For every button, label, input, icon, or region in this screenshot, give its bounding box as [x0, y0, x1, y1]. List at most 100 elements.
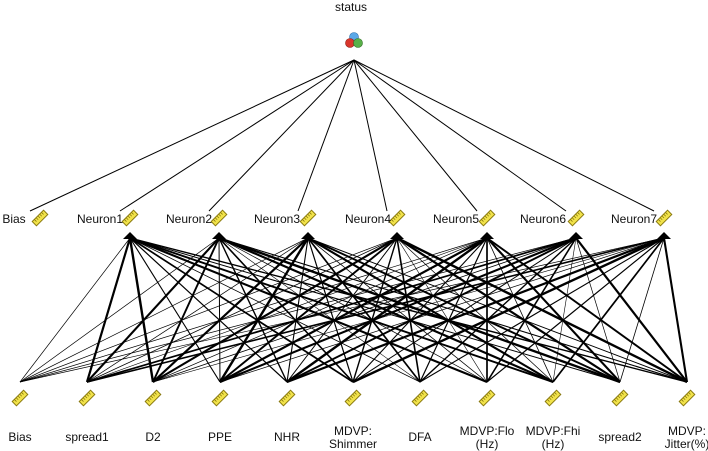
ruler-node-icon-neuron2	[210, 209, 228, 227]
ruler-node-icon-neuron7	[655, 209, 673, 227]
edge-input-4-to-neuron1	[129, 237, 221, 383]
edge-neuron2-to-output	[208, 59, 355, 212]
edge-input-9-to-neuron7	[552, 237, 665, 383]
arrowhead-neuron3	[301, 232, 315, 239]
edge-input-10-to-neuron3	[307, 237, 621, 383]
hidden-node-label-bias: Bias	[2, 212, 25, 226]
edge-input-10-to-neuron5	[486, 237, 621, 383]
edge-input-3-to-neuron3	[152, 237, 309, 383]
edge-neuron7-to-output	[353, 59, 655, 212]
ruler-node-icon-input-11	[678, 389, 696, 407]
edge-neuron1-to-output	[119, 59, 355, 212]
input-node-label-8: MDVP:Flo(Hz)	[460, 424, 515, 451]
edge-input-6-to-neuron2	[218, 237, 354, 383]
edge-layer	[19, 59, 689, 384]
hidden-node-label-neuron3: Neuron3	[254, 212, 300, 226]
input-node-label-1: Bias	[8, 430, 31, 444]
edge-input-11-to-neuron2	[218, 237, 688, 383]
arrowhead-neuron4	[390, 232, 404, 239]
edge-input-8-to-neuron4	[396, 237, 488, 383]
edge-input-2-to-neuron3	[86, 237, 309, 383]
ruler-node-icon-neuron6	[567, 209, 585, 227]
input-node-label-4: PPE	[208, 430, 232, 444]
edge-neuron5-to-output	[353, 59, 478, 212]
input-node-label-6: MDVP:Shimmer	[329, 424, 377, 451]
edge-input-9-to-neuron2	[218, 236, 554, 384]
edge-bias-to-output	[29, 59, 355, 212]
edge-neuron3-to-output	[297, 59, 355, 212]
edge-input-1-to-neuron3	[19, 237, 309, 383]
input-node-label-10: spread2	[598, 430, 642, 444]
input-node-label-3: D2	[145, 430, 161, 444]
ruler-node-icon-input-1	[11, 389, 29, 407]
ruler-node-icon-bias	[31, 209, 49, 227]
arrowhead-neuron1	[123, 232, 137, 239]
ruler-node-icon-input-6	[344, 389, 362, 407]
edge-input-10-to-neuron1	[129, 237, 621, 383]
edge-input-7-to-neuron2	[218, 237, 421, 383]
edge-input-8-to-neuron1	[129, 237, 488, 383]
input-node-label-7: DFA	[408, 430, 431, 444]
edge-input-10-to-neuron6	[575, 237, 621, 383]
input-node-label-9: MDVP:Fhi(Hz)	[526, 424, 581, 451]
edge-input-8-to-neuron3	[307, 237, 488, 383]
node-layer	[11, 32, 696, 407]
edge-input-8-to-neuron6	[486, 237, 577, 383]
input-node-label-5: NHR	[274, 430, 300, 444]
ruler-node-icon-input-5	[278, 389, 296, 407]
edge-input-1-to-neuron2	[19, 237, 220, 383]
input-node-label-2: spread1	[65, 430, 109, 444]
ruler-node-icon-input-7	[411, 389, 429, 407]
ruler-node-icon-neuron1	[121, 209, 139, 227]
edge-input-6-to-neuron1	[129, 237, 354, 383]
edge-input-11-to-neuron1	[129, 237, 688, 383]
edge-input-8-to-neuron7	[486, 237, 665, 383]
arrowhead-neuron2	[212, 232, 226, 239]
hidden-node-label-neuron4: Neuron4	[345, 212, 391, 226]
arrowhead-neuron6	[569, 232, 583, 239]
arrowhead-neuron7	[657, 232, 671, 239]
edge-input-10-to-neuron4	[396, 237, 621, 383]
edge-input-9-to-neuron6	[552, 237, 577, 383]
edge-input-10-to-neuron2	[218, 236, 621, 384]
ruler-node-icon-input-9	[544, 389, 562, 407]
arrowhead-neuron5	[480, 232, 494, 239]
ruler-node-icon-input-4	[211, 389, 229, 407]
edge-input-10-to-neuron7	[619, 237, 665, 383]
edge-input-7-to-neuron3	[307, 237, 421, 383]
diagram-title: status	[335, 0, 367, 14]
edge-input-9-to-neuron1	[129, 237, 554, 383]
ruler-node-icon-neuron4	[388, 209, 406, 227]
input-node-label-11: MDVP:Jitter(%)	[665, 424, 708, 451]
hidden-node-label-neuron6: Neuron6	[520, 212, 566, 226]
ruler-node-icon-input-3	[144, 389, 162, 407]
edge-input-11-to-neuron4	[396, 236, 688, 384]
ruler-node-icon-input-10	[611, 389, 629, 407]
ruler-node-icon-input-2	[78, 389, 96, 407]
edge-input-8-to-neuron2	[218, 237, 488, 383]
hidden-node-label-neuron1: Neuron1	[77, 212, 123, 226]
edge-input-2-to-neuron2	[86, 237, 220, 383]
edge-input-9-to-neuron4	[396, 237, 554, 383]
edge-input-2-to-neuron6	[86, 237, 577, 383]
edge-input-2-to-neuron1	[85, 237, 132, 383]
ruler-node-icon-neuron5	[478, 209, 496, 227]
edge-input-4-to-neuron2	[218, 237, 221, 383]
hidden-node-label-neuron7: Neuron7	[611, 212, 657, 226]
ruler-node-icon-input-8	[478, 389, 496, 407]
hidden-node-label-neuron2: Neuron2	[166, 212, 212, 226]
tricolor-cluster-icon	[345, 32, 363, 48]
edge-input-11-to-neuron5	[486, 237, 688, 383]
edge-input-9-to-neuron3	[307, 237, 554, 383]
edge-input-7-to-neuron1	[129, 237, 421, 383]
edge-input-5-to-neuron2	[218, 237, 288, 383]
edge-input-4-to-neuron3	[218, 237, 310, 383]
edge-input-3-to-neuron1	[128, 237, 155, 383]
edge-neuron4-to-output	[353, 59, 388, 212]
edge-input-9-to-neuron5	[486, 237, 554, 383]
edge-input-1-to-neuron1	[19, 237, 131, 383]
hidden-node-label-neuron5: Neuron5	[433, 212, 479, 226]
edge-input-5-to-neuron1	[129, 237, 288, 383]
